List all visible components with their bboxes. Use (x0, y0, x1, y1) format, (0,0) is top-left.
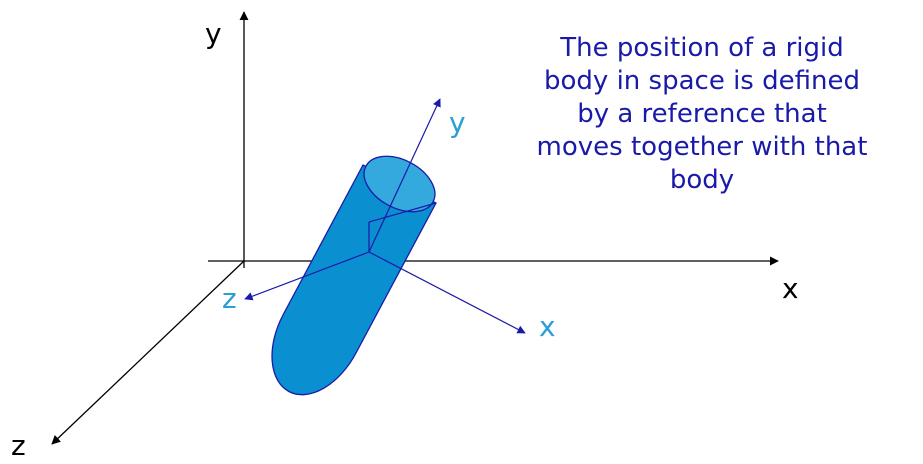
body-x-label: x (539, 310, 556, 343)
world-z-label: z (11, 429, 26, 460)
body-y-label: y (449, 106, 466, 139)
world-axes: y x z (11, 11, 799, 462)
body-z-label: z (222, 282, 237, 315)
caption-line: The position of a rigid (560, 33, 844, 63)
world-x-label: x (782, 272, 799, 305)
caption-line: by a reference that (577, 99, 827, 129)
caption-line: body (669, 165, 735, 195)
body-x-axis (368, 251, 526, 334)
cylinder-body (271, 164, 437, 396)
world-y-label: y (205, 17, 222, 50)
rigid-body-cylinder (271, 155, 437, 396)
caption-line: body in space is defined (544, 66, 860, 96)
body-axes: y x z (222, 98, 556, 343)
caption-text: The position of a rigid body in space is… (492, 32, 912, 197)
cylinder-inner-edge-diagonal (368, 202, 437, 223)
caption-line: moves together with that (536, 132, 868, 162)
body-y-axis (368, 98, 441, 253)
world-z-axis (51, 260, 245, 445)
body-z-axis (244, 251, 370, 301)
